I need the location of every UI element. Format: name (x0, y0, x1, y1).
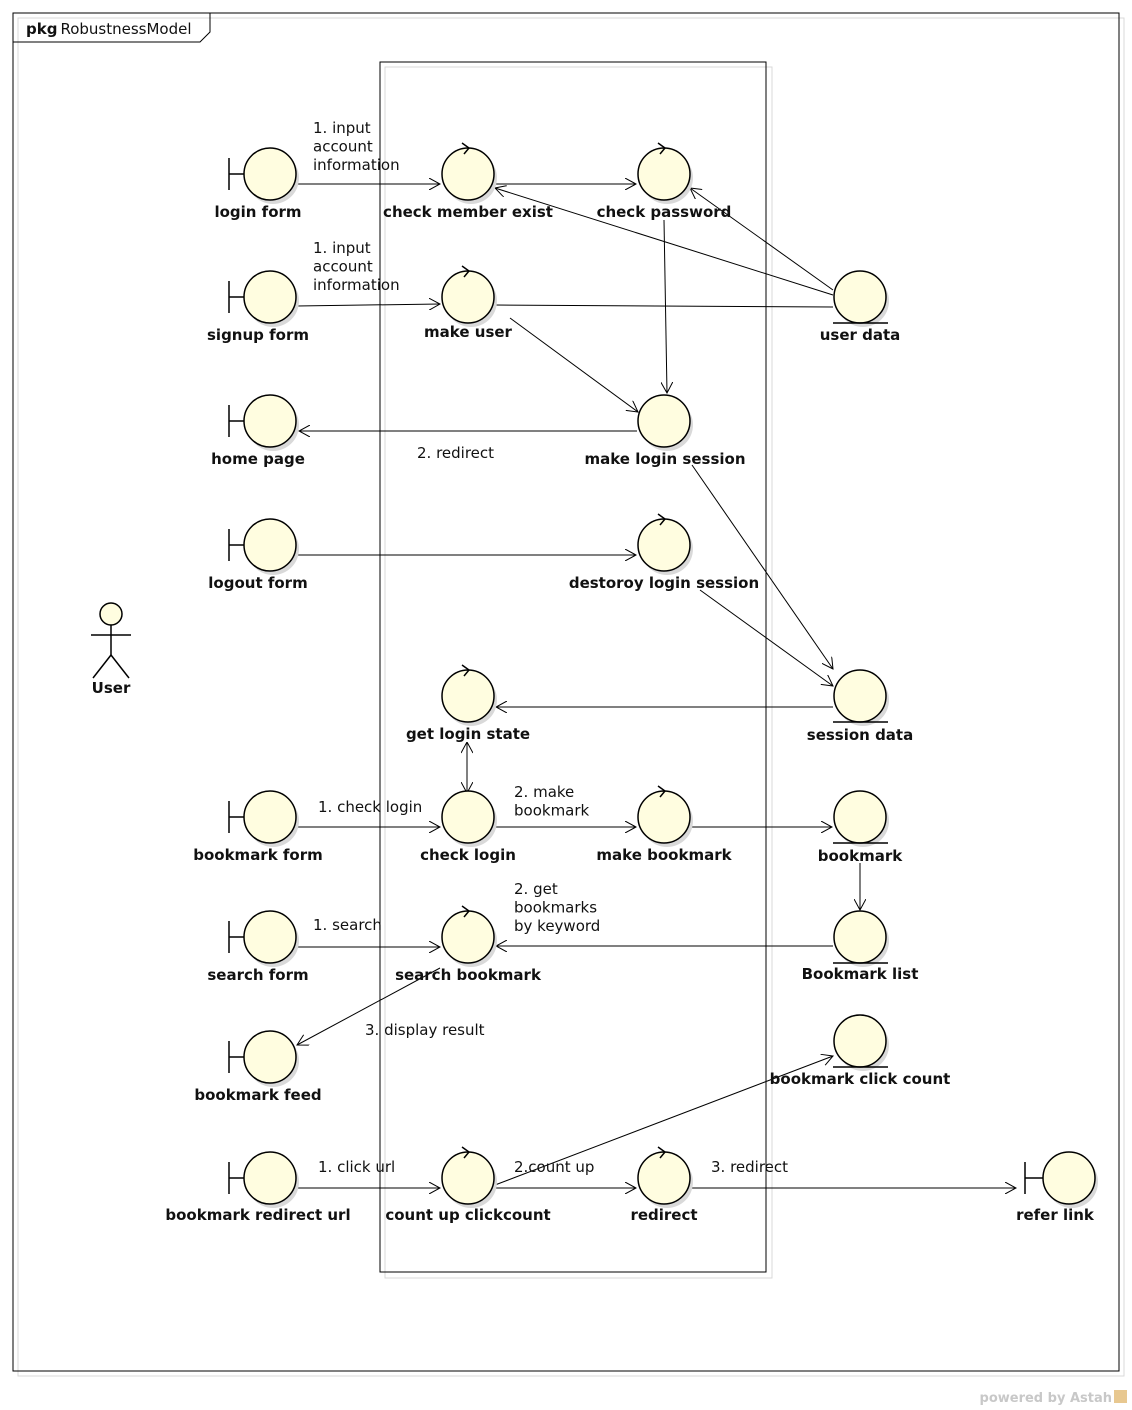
user-data-label: user data (820, 326, 901, 344)
bookmark-feed-label: bookmark feed (194, 1086, 321, 1104)
session-data-label: session data (807, 726, 913, 744)
msg-input-account-1: 1. input account information (313, 119, 400, 174)
refer-link-label: refer link (1016, 1206, 1095, 1224)
control-get-login-state[interactable] (441, 664, 497, 726)
entity-user-data[interactable] (833, 270, 889, 327)
actor-user[interactable] (91, 602, 131, 679)
entity-session-data[interactable] (833, 669, 889, 726)
login-form-label: login form (214, 203, 301, 221)
boundary-signup-form[interactable] (228, 270, 299, 327)
make-bookmark-label: make bookmark (596, 846, 732, 864)
check-password-label: check password (597, 203, 732, 221)
msg-get-bookmarks: 2. get bookmarks by keyword (514, 880, 602, 935)
actor-user-label: User (92, 679, 131, 697)
boundary-bookmark-feed[interactable] (228, 1030, 299, 1087)
bookmark-click-count-label: bookmark click count (770, 1070, 951, 1088)
control-make-login-session[interactable] (637, 394, 693, 451)
entity-bookmark-click-count[interactable] (833, 1014, 889, 1071)
msg-redirect-refer: 3. redirect (711, 1158, 788, 1176)
control-destroy-login-session[interactable] (637, 513, 693, 575)
destroy-login-session-label: destoroy login session (569, 574, 759, 592)
control-check-login[interactable] (441, 790, 497, 847)
get-login-state-label: get login state (406, 725, 530, 743)
connectors (297, 184, 1016, 1188)
home-page-label: home page (211, 450, 305, 468)
bookmark-list-label: Bookmark list (802, 965, 919, 983)
bookmark-redirect-url-label: bookmark redirect url (165, 1206, 350, 1224)
search-form-label: search form (207, 966, 308, 984)
astah-logo-icon (1114, 1390, 1127, 1403)
boundary-login-form[interactable] (228, 147, 299, 204)
check-login-label: check login (420, 846, 516, 864)
msg-make-bookmark: 2. make bookmark (514, 783, 590, 820)
redirect-label: redirect (630, 1206, 697, 1224)
entity-bookmark-list[interactable] (833, 910, 889, 967)
search-bookmark-label: search bookmark (395, 966, 542, 984)
boundary-search-form[interactable] (228, 910, 299, 967)
make-user-label: make user (424, 323, 513, 341)
boundary-refer-link[interactable] (1024, 1151, 1098, 1208)
message-labels: 1. input account information 1. input ac… (313, 119, 788, 1176)
msg-input-account-2: 1. input account information (313, 239, 400, 294)
count-up-clickcount-label: count up clickcount (385, 1206, 550, 1224)
signup-form-label: signup form (207, 326, 309, 344)
control-check-password[interactable] (637, 142, 693, 204)
msg-display-result: 3. display result (365, 1021, 485, 1039)
element-labels: login form signup form home page logout … (165, 203, 1095, 1224)
entity-bookmark[interactable] (833, 790, 889, 847)
boundary-home-page[interactable] (228, 394, 299, 451)
boundary-logout-form[interactable] (228, 518, 299, 575)
control-make-bookmark[interactable] (637, 785, 693, 847)
control-count-up-clickcount[interactable] (441, 1146, 497, 1208)
powered-by-footer: powered by Astah (980, 1391, 1112, 1406)
package-name: RobustnessModel (60, 20, 191, 38)
check-member-exist-label: check member exist (383, 203, 553, 221)
msg-click-url: 1. click url (318, 1158, 395, 1176)
msg-redirect-home: 2. redirect (417, 444, 494, 462)
boundary-bookmark-redirect-url[interactable] (228, 1151, 299, 1208)
control-make-user[interactable] (441, 265, 497, 327)
logout-form-label: logout form (208, 574, 307, 592)
msg-count-up: 2.count up (514, 1158, 594, 1176)
msg-check-login: 1. check login (318, 798, 422, 816)
system-boundary (379, 61, 773, 1279)
control-redirect[interactable] (637, 1146, 693, 1208)
bookmark-form-label: bookmark form (193, 846, 323, 864)
control-search-bookmark[interactable] (441, 905, 497, 967)
control-check-member-exist[interactable] (441, 142, 497, 204)
make-login-session-label: make login session (584, 450, 745, 468)
boundary-bookmark-form[interactable] (228, 790, 299, 847)
package-keyword: pkg (26, 20, 57, 38)
msg-search: 1. search (313, 916, 382, 934)
bookmark-label: bookmark (818, 847, 903, 865)
